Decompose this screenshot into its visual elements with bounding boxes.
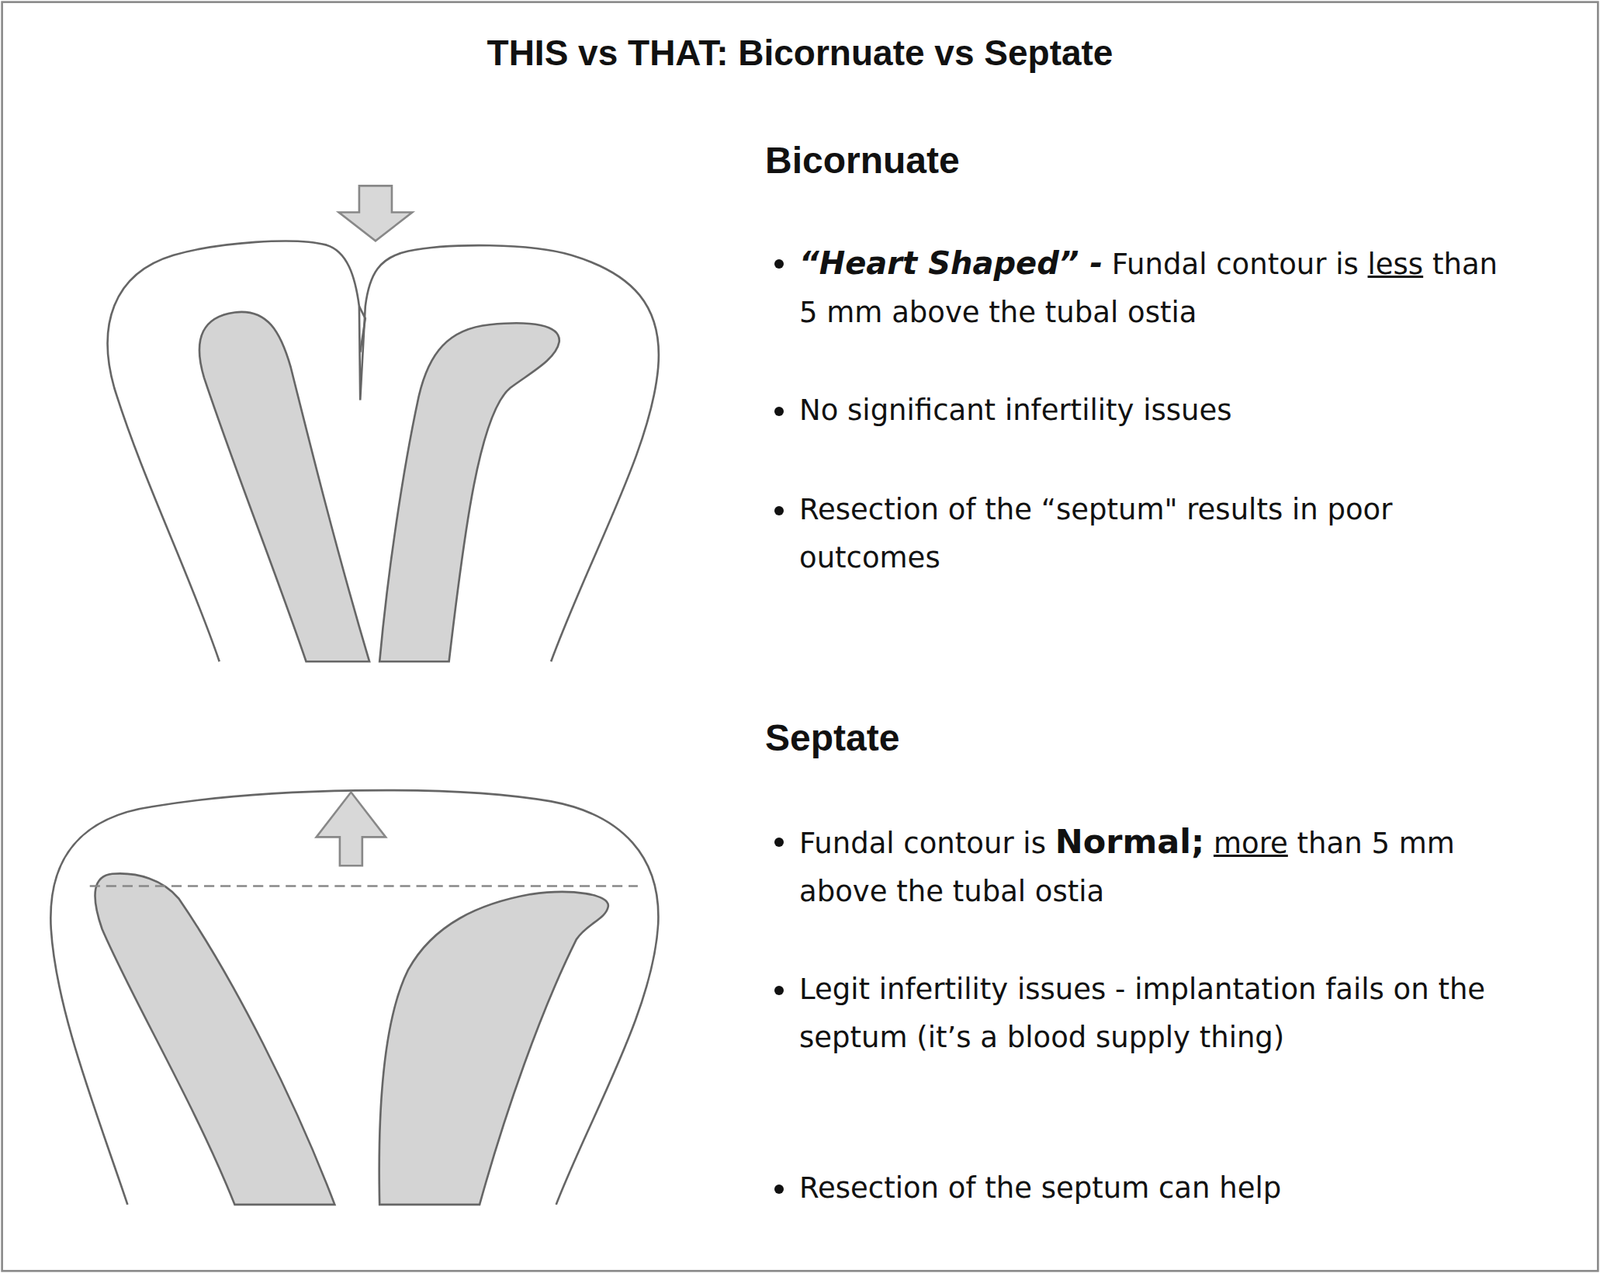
bullet-dot	[774, 259, 784, 269]
bullet-dot	[774, 1184, 784, 1194]
bullet-text: “Heart Shaped” -	[799, 245, 1103, 281]
heading-text: Bicornuate	[765, 139, 960, 181]
title: THIS vs THAT: Bicornuate vs Septate	[0, 31, 1600, 75]
section-heading: Septate	[765, 715, 900, 761]
section-heading: Bicornuate	[765, 138, 960, 184]
bullet-point: Legit infertility issues - implantation …	[799, 965, 1498, 1062]
bullet-dot	[774, 406, 784, 416]
bullet-text: Resection of the septum can help	[799, 1170, 1282, 1205]
bullet-text: Fundal contour is	[799, 826, 1046, 860]
bicornuate-uterus	[107, 185, 659, 662]
bullet-point: “Heart Shaped” - Fundal contour is less …	[799, 238, 1498, 337]
bullet-text: Legit infertility issues - implantation …	[799, 972, 1486, 1054]
bullet-text: Resection of the “septum" results in poo…	[799, 492, 1393, 575]
bullet-text: Normal;	[1055, 821, 1206, 861]
bullet-dot	[774, 837, 784, 847]
bullet-point: Resection of the septum can help	[799, 1163, 1498, 1213]
bullet-dot	[774, 985, 784, 995]
bullet-dot	[774, 505, 784, 516]
septate-uterus	[50, 789, 659, 1205]
bullet-text: Fundal contour is	[1111, 247, 1359, 281]
bullet-text: more	[1213, 826, 1289, 860]
heading-text: Septate	[765, 716, 900, 759]
bullet-point: Resection of the “septum" results in poo…	[799, 485, 1498, 582]
bullet-text: No significant infertility issues	[799, 393, 1232, 427]
bullet-text: less	[1367, 247, 1424, 281]
bullet-point: No significant infertility issues	[799, 386, 1498, 435]
bullet-point: Fundal contour is Normal; more than 5 mm…	[799, 817, 1498, 916]
